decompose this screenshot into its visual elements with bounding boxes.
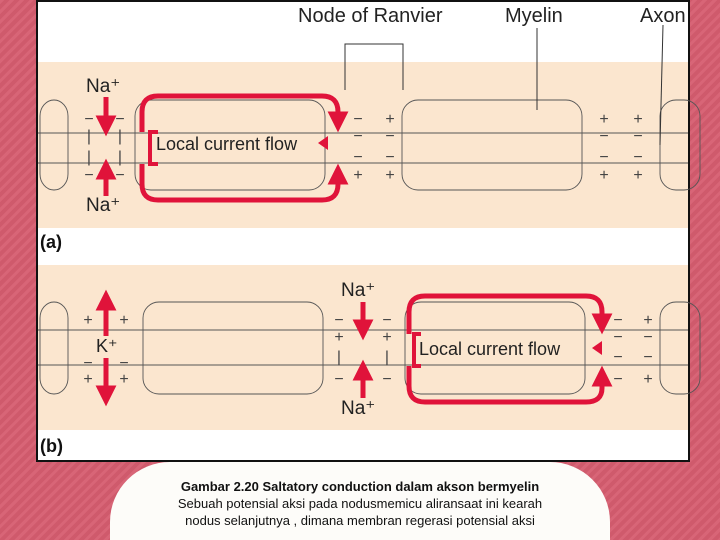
panel-a-band bbox=[38, 62, 688, 228]
label-local-current-flow-b: Local current flow bbox=[419, 339, 561, 359]
myelin-sheath-a2 bbox=[401, 99, 583, 191]
label-local-current-flow-a: Local current flow bbox=[156, 134, 298, 154]
svg-text:|: | bbox=[337, 349, 341, 366]
svg-text:−: − bbox=[353, 149, 362, 166]
svg-text:−: − bbox=[599, 128, 608, 145]
svg-text:−: − bbox=[334, 312, 343, 329]
current-arrows-b bbox=[95, 289, 613, 407]
current-loop-b-top bbox=[406, 293, 613, 335]
svg-text:−: − bbox=[382, 312, 391, 329]
svg-text:|: | bbox=[118, 149, 122, 166]
current-loop-a-bottom bbox=[139, 163, 349, 203]
svg-text:−: − bbox=[84, 111, 93, 128]
svg-text:−: − bbox=[613, 371, 622, 388]
svg-text:−: − bbox=[119, 355, 128, 372]
svg-text:−: − bbox=[643, 349, 652, 366]
svg-text:|: | bbox=[87, 149, 91, 166]
svg-text:+: + bbox=[119, 371, 128, 388]
ion-na-plus-a-top: Na⁺ bbox=[86, 76, 120, 97]
svg-text:−: − bbox=[613, 329, 622, 346]
svg-text:−: − bbox=[633, 128, 642, 145]
figure-caption: Gambar 2.20 Saltatory conduction dalam a… bbox=[110, 478, 610, 529]
svg-text:+: + bbox=[633, 111, 642, 128]
svg-text:|: | bbox=[87, 128, 91, 145]
svg-text:+: + bbox=[353, 167, 362, 184]
label-leaders bbox=[344, 24, 664, 146]
current-arrows-a bbox=[95, 93, 349, 203]
svg-text:−: − bbox=[353, 128, 362, 145]
svg-text:+: + bbox=[385, 167, 394, 184]
ion-na-plus-a-bottom: Na⁺ bbox=[86, 195, 120, 216]
ion-k-plus-b: K⁺ bbox=[96, 336, 118, 356]
svg-text:−: − bbox=[382, 371, 391, 388]
svg-text:−: − bbox=[353, 111, 362, 128]
svg-text:−: − bbox=[84, 167, 93, 184]
svg-text:+: + bbox=[334, 329, 343, 346]
svg-text:|: | bbox=[385, 349, 389, 366]
svg-text:−: − bbox=[385, 128, 394, 145]
myelin-sheath-b2 bbox=[404, 301, 586, 395]
panel-a-label: (a) bbox=[40, 232, 62, 252]
svg-text:+: + bbox=[119, 312, 128, 329]
svg-text:+: + bbox=[643, 312, 652, 329]
current-loop-b-bottom bbox=[406, 365, 613, 405]
svg-text:+: + bbox=[633, 167, 642, 184]
svg-text:−: − bbox=[613, 349, 622, 366]
panel-b-label: (b) bbox=[40, 436, 63, 456]
caption-background bbox=[110, 462, 610, 540]
svg-text:−: − bbox=[83, 355, 92, 372]
label-node-of-ranvier: Node of Ranvier bbox=[298, 5, 443, 27]
svg-text:+: + bbox=[599, 167, 608, 184]
caption-line-2: nodus selanjutnya , dimana membran reger… bbox=[185, 513, 535, 528]
charges-panel-b: + + − − + + − − + + | | − − − + − − − − … bbox=[83, 312, 652, 388]
svg-text:−: − bbox=[115, 167, 124, 184]
svg-text:+: + bbox=[385, 111, 394, 128]
myelin-sheath-b1 bbox=[142, 301, 324, 395]
ion-na-plus-b-top: Na⁺ bbox=[341, 280, 375, 301]
svg-text:−: − bbox=[385, 149, 394, 166]
charges-panel-a: − − | | | | − − − + − − − − + + + + − − … bbox=[84, 111, 642, 184]
svg-text:−: − bbox=[633, 149, 642, 166]
svg-text:+: + bbox=[83, 312, 92, 329]
svg-text:+: + bbox=[599, 111, 608, 128]
svg-text:|: | bbox=[118, 128, 122, 145]
svg-text:−: − bbox=[115, 111, 124, 128]
svg-text:+: + bbox=[382, 329, 391, 346]
svg-text:−: − bbox=[613, 312, 622, 329]
caption-line-1: Sebuah potensial aksi pada nodusmemicu a… bbox=[177, 496, 543, 511]
svg-text:+: + bbox=[643, 371, 652, 388]
label-axon: Axon bbox=[640, 5, 686, 27]
label-myelin: Myelin bbox=[505, 5, 563, 27]
svg-text:+: + bbox=[83, 371, 92, 388]
svg-text:−: − bbox=[334, 371, 343, 388]
caption-title: Gambar 2.20 Saltatory conduction dalam a… bbox=[180, 479, 540, 494]
svg-text:−: − bbox=[643, 329, 652, 346]
ion-na-plus-b-bottom: Na⁺ bbox=[341, 398, 375, 419]
svg-text:−: − bbox=[599, 149, 608, 166]
current-loop-a-top bbox=[139, 93, 349, 133]
